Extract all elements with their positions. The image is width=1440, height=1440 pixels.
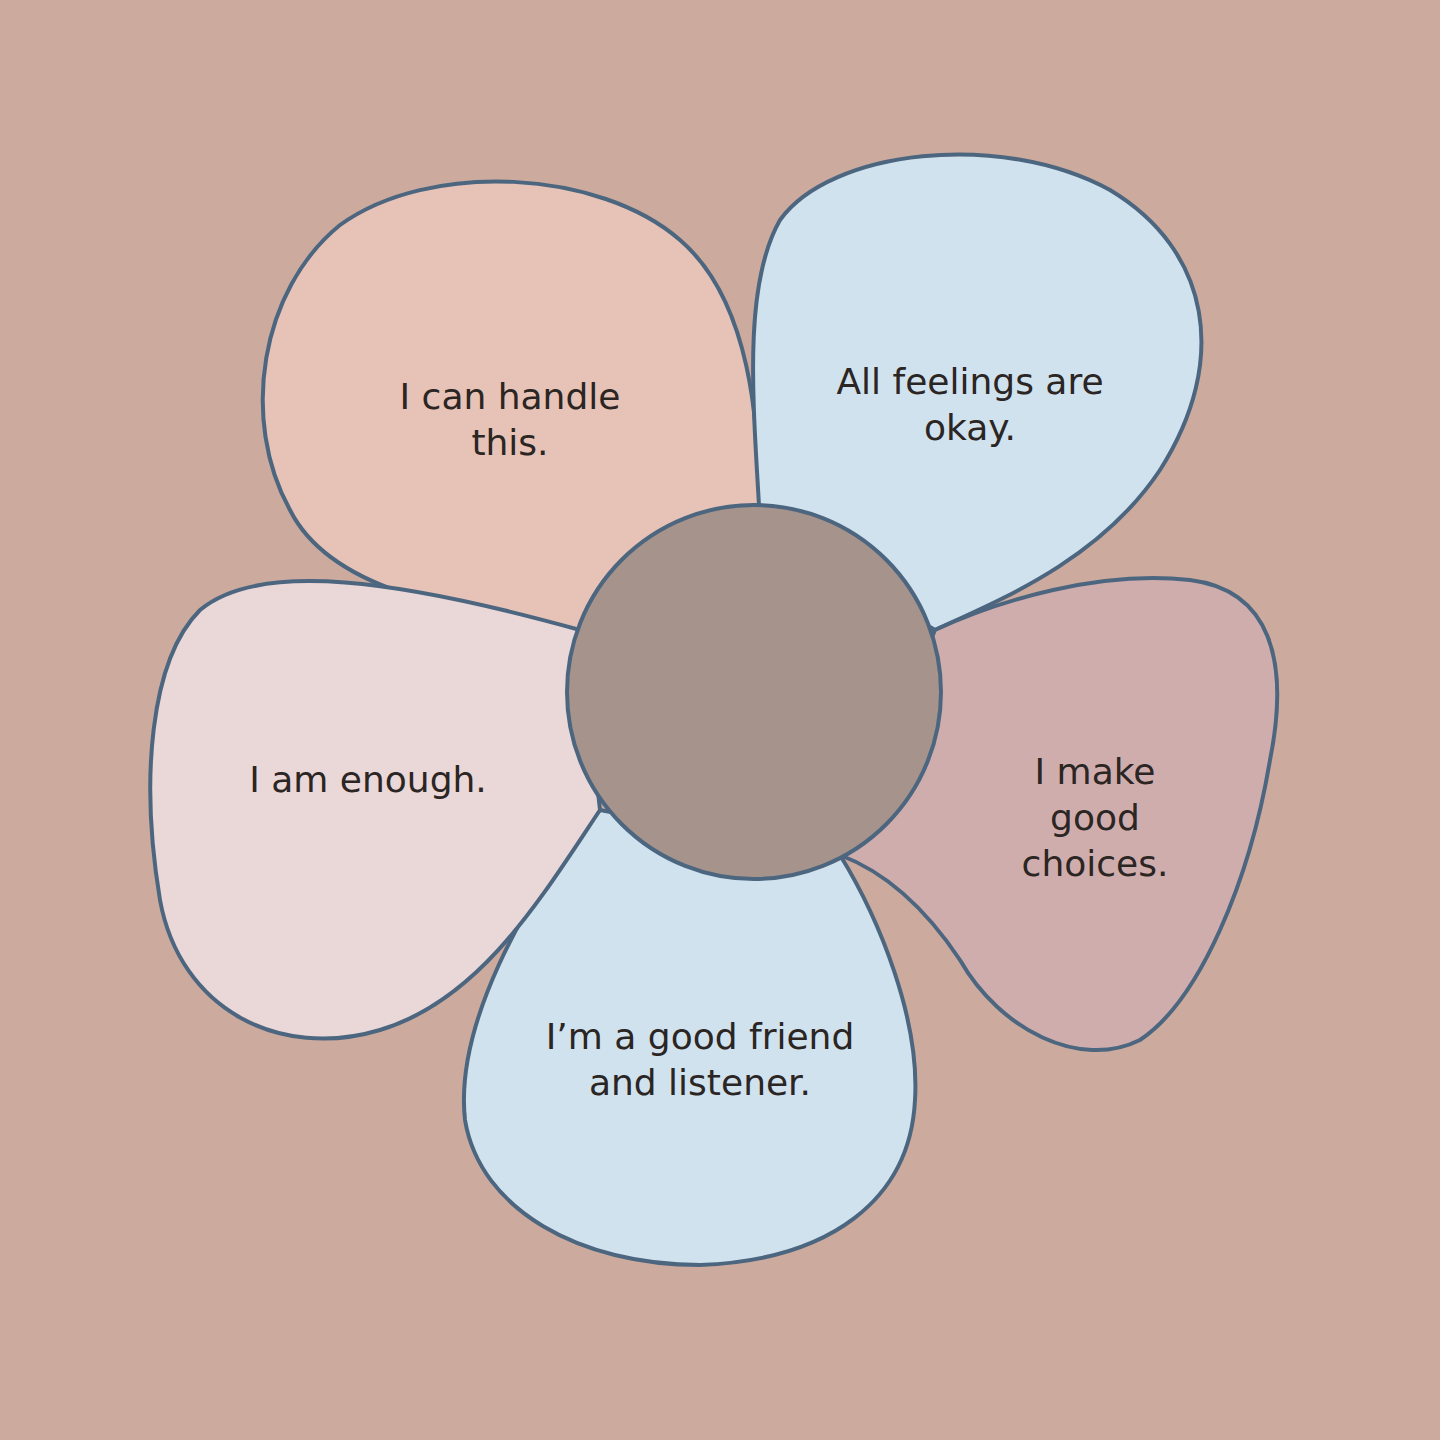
petal-path [150, 581, 600, 1039]
affirmation-text: I make good choices. [1000, 749, 1190, 887]
petal-outline [145, 570, 605, 1040]
center-disc [567, 505, 941, 879]
affirmation-text: I’m a good friend and listener. [510, 1014, 890, 1106]
petal-path [753, 154, 1201, 630]
petal-path [840, 578, 1277, 1050]
affirmation-text: I am enough. [218, 757, 518, 803]
petal: I can handle this. [255, 170, 765, 640]
affirmation-text: I can handle this. [385, 374, 635, 466]
petal: All feelings are okay. [740, 140, 1230, 640]
petal: I am enough. [145, 570, 605, 1040]
affirmation-text: All feelings are okay. [835, 359, 1105, 451]
petal-path [263, 181, 760, 630]
